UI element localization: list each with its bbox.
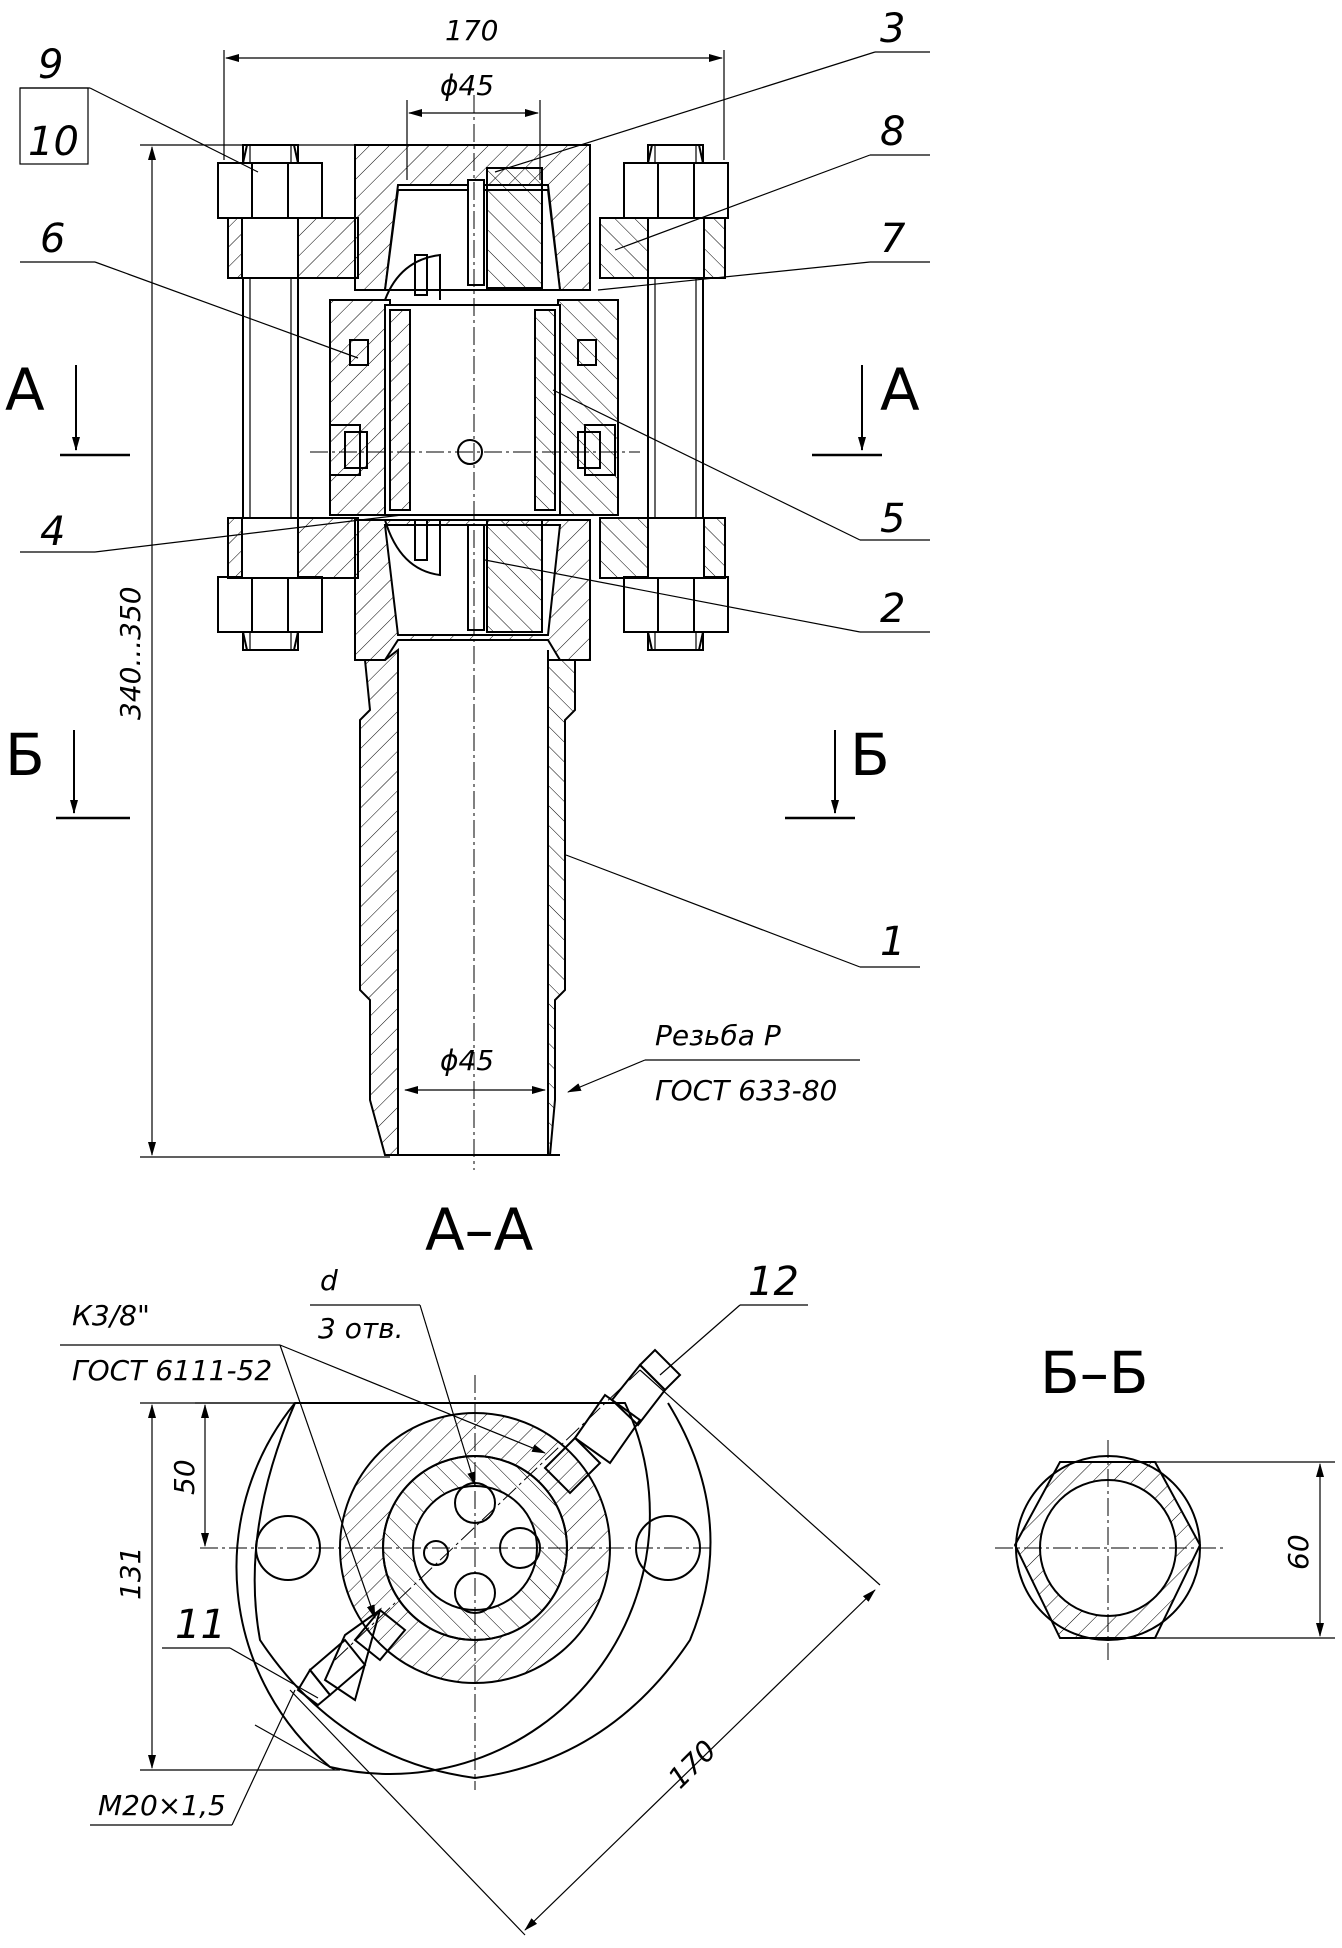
part-11-label: 11 bbox=[175, 1602, 226, 1648]
section-a-left: А bbox=[5, 356, 45, 424]
section-b-right: Б bbox=[850, 721, 890, 789]
dim-top-dia-label: ϕ45 bbox=[440, 69, 494, 102]
part-2-label: 2 bbox=[880, 586, 905, 632]
thread-k-line2: ГОСТ 6111-52 bbox=[72, 1354, 272, 1387]
main-view: 170 ϕ45 340...350 ϕ45 Резьба Р ГОСТ 633-… bbox=[5, 6, 930, 1170]
section-b-marks: Б Б bbox=[5, 721, 890, 820]
fitting-11 bbox=[296, 1607, 407, 1707]
dim-bottom-dia: ϕ45 bbox=[404, 1044, 546, 1094]
dim-height: 340...350 bbox=[114, 144, 390, 1158]
section-a-right: А bbox=[880, 356, 920, 424]
part-12-label: 12 bbox=[748, 1259, 799, 1305]
holes-callout: d 3 отв. bbox=[310, 1264, 476, 1486]
section-bb: Б–Б 60 bbox=[995, 1339, 1335, 1660]
hole-count-label: 3 отв. bbox=[318, 1312, 404, 1345]
bottom-flange bbox=[227, 517, 726, 579]
part-leaders-left: 9 10 6 4 bbox=[19, 42, 403, 555]
part-leaders-right: 3 8 7 5 2 1 bbox=[484, 6, 930, 968]
dim-131-label: 131 bbox=[114, 1547, 147, 1600]
part-8-label: 8 bbox=[880, 109, 905, 155]
dim-bottom-dia-label: ϕ45 bbox=[440, 1044, 494, 1077]
part-1-label: 1 bbox=[880, 919, 905, 965]
thread-m-label: М20×1,5 bbox=[98, 1789, 226, 1822]
dim-top-width: 170 bbox=[223, 14, 725, 160]
part-9-label: 9 bbox=[38, 42, 63, 88]
section-aa-title: А–А bbox=[425, 1196, 534, 1264]
right-bolt bbox=[623, 144, 729, 651]
part-7-label: 7 bbox=[880, 216, 906, 262]
hole-d-label: d bbox=[320, 1264, 338, 1297]
thread-p-line2: ГОСТ 633-80 bbox=[655, 1074, 837, 1107]
dim-170-diag-label: 170 bbox=[662, 1734, 723, 1795]
dim-50-label: 50 bbox=[168, 1459, 201, 1495]
dim-top-width-label: 170 bbox=[445, 14, 498, 47]
dim-height-label: 340...350 bbox=[114, 586, 147, 720]
part-6-label: 6 bbox=[40, 216, 65, 262]
dim-50: 50 bbox=[168, 1402, 295, 1547]
section-b-left: Б bbox=[5, 721, 45, 789]
thread-k-line1: К3/8" bbox=[72, 1299, 150, 1332]
part-3-label: 3 bbox=[880, 6, 905, 52]
thread-p-line1: Резьба Р bbox=[655, 1019, 781, 1052]
part-10-label: 10 bbox=[28, 119, 79, 165]
middle-body bbox=[329, 299, 619, 516]
left-bolt bbox=[217, 144, 323, 651]
thread-k-callout: К3/8" ГОСТ 6111-52 bbox=[60, 1299, 546, 1619]
section-a-marks: А А bbox=[5, 356, 920, 457]
section-aa: А–А bbox=[60, 1196, 881, 1936]
dim-top-dia: ϕ45 bbox=[406, 69, 541, 180]
pipe bbox=[359, 647, 576, 1156]
dim-131: 131 bbox=[114, 1402, 340, 1771]
part-12-callout: 12 bbox=[659, 1259, 808, 1376]
lower-housing bbox=[354, 519, 591, 661]
part-5-label: 5 bbox=[880, 496, 905, 542]
part-4-label: 4 bbox=[40, 509, 65, 555]
fitting-12 bbox=[543, 1348, 682, 1495]
thread-m-callout: М20×1,5 bbox=[90, 1689, 336, 1826]
thread-p-callout: Резьба Р ГОСТ 633-80 bbox=[567, 1019, 860, 1107]
part-11-callout: 11 bbox=[162, 1602, 319, 1699]
dim-60-label: 60 bbox=[1282, 1534, 1315, 1570]
upper-housing bbox=[354, 144, 591, 301]
section-bb-title: Б–Б bbox=[1040, 1339, 1149, 1407]
